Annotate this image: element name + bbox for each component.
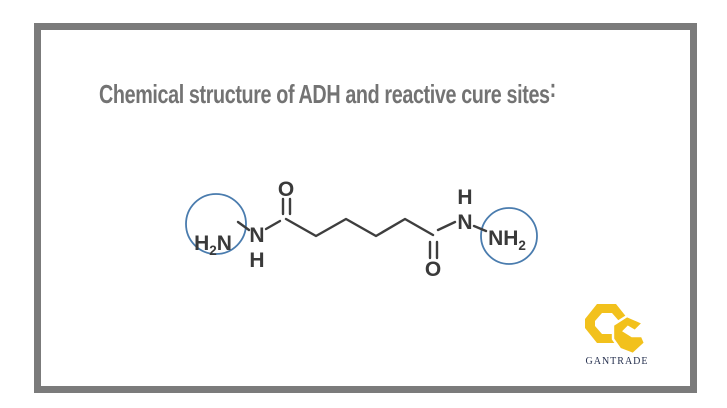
atom-label-h-left: H	[249, 249, 264, 272]
atom-label-n-left: N	[249, 224, 264, 247]
gantrade-logo: GANTRADE	[585, 304, 649, 367]
logo-monogram-c	[611, 314, 647, 356]
page-title: Chemical structure of ADH and reactive c…	[99, 73, 556, 110]
atom-label-h2n-n: N	[217, 232, 232, 255]
slide-frame	[34, 23, 697, 393]
atom-label-n-right: N	[457, 211, 472, 234]
atom-label-o-right: O	[425, 258, 441, 281]
bond-n-nh2	[472, 224, 488, 233]
atom-label-h2n-sub: 2	[209, 243, 217, 258]
atom-label-nh2-sub: 2	[518, 238, 526, 253]
cure-site-circle-left	[185, 193, 247, 255]
bond-h2n-n	[236, 220, 251, 232]
page-title-text: Chemical structure of ADH and reactive c…	[99, 79, 550, 109]
atom-label-nh2-nh: NH	[488, 227, 518, 250]
bond-carbon-chain	[284, 217, 435, 238]
logo-wordmark: GANTRADE	[586, 356, 649, 367]
bond-n-c1	[264, 219, 282, 231]
atom-label-nh2: NH2	[488, 227, 526, 253]
logo-monogram	[585, 304, 647, 356]
atom-label-h2n: H2N	[194, 232, 232, 258]
page-title-colon: :	[549, 73, 557, 103]
cure-site-circle-right	[480, 207, 538, 265]
atom-label-o-left: O	[278, 178, 294, 201]
atom-label-h-right: H	[457, 186, 472, 209]
atom-label-h2n-h: H	[194, 232, 209, 255]
bond-c2-n	[436, 220, 457, 232]
